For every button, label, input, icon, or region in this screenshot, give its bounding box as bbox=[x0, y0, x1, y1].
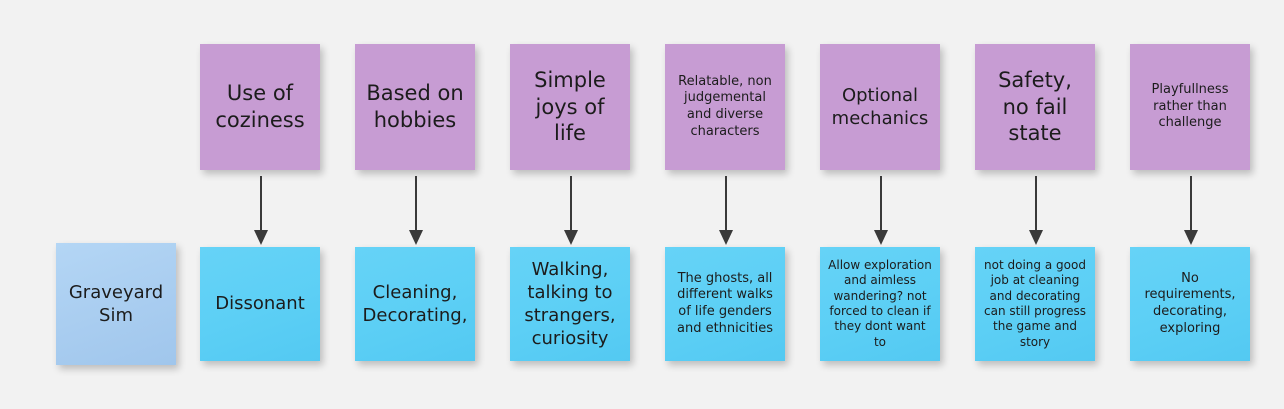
implementation-note-text: not doing a good job at cleaning and dec… bbox=[984, 257, 1086, 349]
arrow-head bbox=[409, 230, 423, 245]
arrow-head bbox=[564, 230, 578, 245]
note-column: Relatable, non judgemental and diverse c… bbox=[647, 0, 803, 409]
down-arrow-icon bbox=[719, 176, 733, 246]
pillar-note[interactable]: Playfullness rather than challenge bbox=[1130, 44, 1250, 170]
arrow-head bbox=[1184, 230, 1198, 245]
arrow-shaft bbox=[1190, 176, 1192, 232]
arrow-shaft bbox=[880, 176, 882, 232]
pillar-note-text: Playfullness rather than challenge bbox=[1151, 82, 1229, 131]
down-arrow-icon bbox=[874, 176, 888, 246]
pillar-note-text: Use of coziness bbox=[215, 81, 305, 132]
implementation-note-text: The ghosts, all different walks of life … bbox=[676, 270, 773, 336]
arrow-shaft bbox=[260, 176, 262, 232]
down-arrow-icon bbox=[409, 176, 423, 246]
pillar-note[interactable]: Optional mechanics bbox=[820, 44, 940, 170]
pillar-note-text: Based on hobbies bbox=[366, 81, 464, 132]
implementation-note-text: Allow exploration and aimless wandering?… bbox=[828, 257, 932, 349]
implementation-note[interactable]: Cleaning, Decorating, bbox=[355, 247, 475, 361]
implementation-note[interactable]: Walking, talking to strangers, curiosity bbox=[510, 247, 630, 361]
down-arrow-icon bbox=[564, 176, 578, 246]
down-arrow-icon bbox=[1184, 176, 1198, 246]
note-column: Safety, no fail state not doing a good jo… bbox=[957, 0, 1113, 409]
arrow-shaft bbox=[415, 176, 417, 232]
down-arrow-icon bbox=[1029, 176, 1043, 246]
implementation-note[interactable]: Allow exploration and aimless wandering?… bbox=[820, 247, 940, 361]
pillar-note[interactable]: Relatable, non judgemental and diverse c… bbox=[665, 44, 785, 170]
down-arrow-icon bbox=[254, 176, 268, 246]
implementation-note-text: No requirements, decorating, exploring bbox=[1144, 270, 1236, 336]
arrow-head bbox=[254, 230, 268, 245]
arrow-head bbox=[1029, 230, 1043, 245]
pillar-note-text: Relatable, non judgemental and diverse c… bbox=[678, 73, 772, 139]
implementation-note[interactable]: No requirements, decorating, exploring bbox=[1130, 247, 1250, 361]
pillar-note-text: Safety, no fail state bbox=[998, 67, 1072, 146]
implementation-note-text: Dissonant bbox=[215, 293, 305, 315]
implementation-note[interactable]: The ghosts, all different walks of life … bbox=[665, 247, 785, 361]
pillar-note-text: Optional mechanics bbox=[831, 84, 929, 129]
project-title-note-text: Graveyard Sim bbox=[68, 281, 164, 326]
implementation-note[interactable]: Dissonant bbox=[200, 247, 320, 361]
arrow-head bbox=[719, 230, 733, 245]
implementation-note-text: Cleaning, Decorating, bbox=[362, 281, 468, 326]
pillar-note[interactable]: Use of coziness bbox=[200, 44, 320, 170]
implementation-note-text: Walking, talking to strangers, curiosity bbox=[524, 258, 616, 350]
pillar-note-text: Simple joys of life bbox=[534, 67, 606, 146]
arrow-shaft bbox=[725, 176, 727, 232]
arrow-shaft bbox=[570, 176, 572, 232]
pillar-note[interactable]: Simple joys of life bbox=[510, 44, 630, 170]
arrow-shaft bbox=[1035, 176, 1037, 232]
note-column: Playfullness rather than challenge No req… bbox=[1112, 0, 1268, 409]
pillar-note[interactable]: Safety, no fail state bbox=[975, 44, 1095, 170]
implementation-note[interactable]: not doing a good job at cleaning and dec… bbox=[975, 247, 1095, 361]
pillar-note[interactable]: Based on hobbies bbox=[355, 44, 475, 170]
note-column: Graveyard Sim bbox=[28, 0, 184, 409]
project-title-note[interactable]: Graveyard Sim bbox=[56, 243, 176, 365]
arrow-head bbox=[874, 230, 888, 245]
